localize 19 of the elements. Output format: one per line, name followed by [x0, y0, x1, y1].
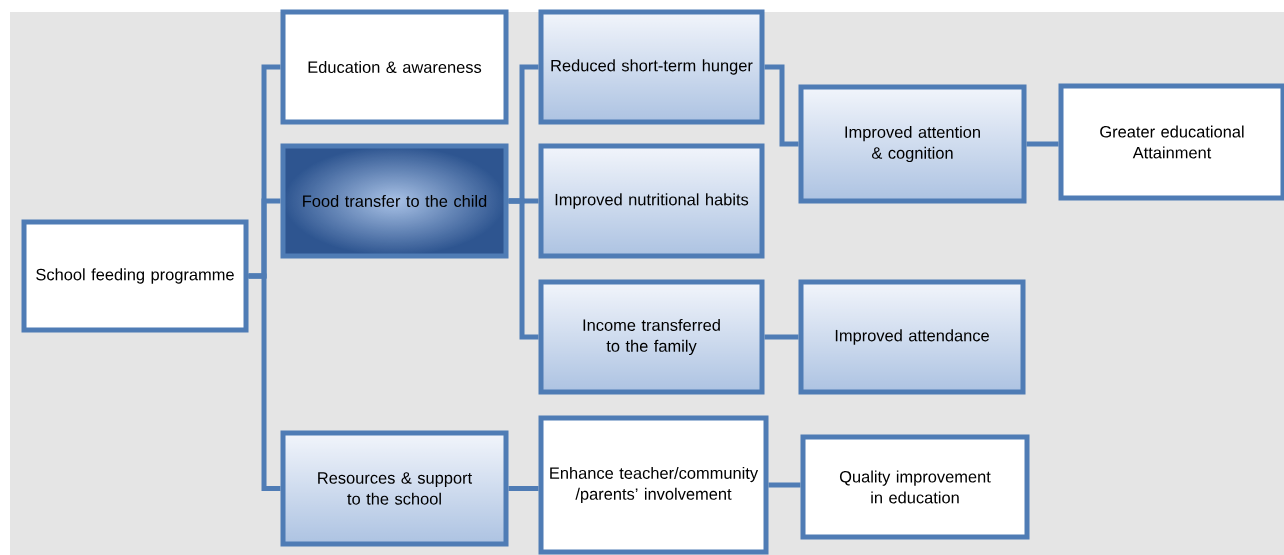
connector-line: [508, 198, 539, 340]
connector-line: [1026, 141, 1059, 147]
process-box: Quality improvement in education: [800, 434, 1030, 540]
process-box: Improved nutritional habits: [538, 143, 765, 259]
process-box: Food transfer to the child: [280, 143, 509, 259]
process-box: Income transferred to the family: [538, 279, 765, 395]
connector-line: [508, 486, 539, 491]
process-box: Improved attention & cognition: [798, 84, 1027, 204]
process-box: Enhance teacher/community /parents’ involvement: [538, 415, 769, 555]
connector-line: [764, 334, 799, 340]
process-box: School feeding programme: [21, 219, 249, 333]
process-box: Education & awareness: [280, 9, 509, 125]
connector-line: [768, 482, 801, 488]
process-box: Resources & support to the school: [280, 430, 509, 547]
connector-line: [764, 64, 799, 147]
process-box: Reduced short-term hunger: [538, 9, 765, 125]
process-box: Improved attendance: [798, 279, 1026, 395]
process-box: Greater educational Attainment: [1058, 83, 1284, 201]
connector-line: [248, 273, 281, 491]
